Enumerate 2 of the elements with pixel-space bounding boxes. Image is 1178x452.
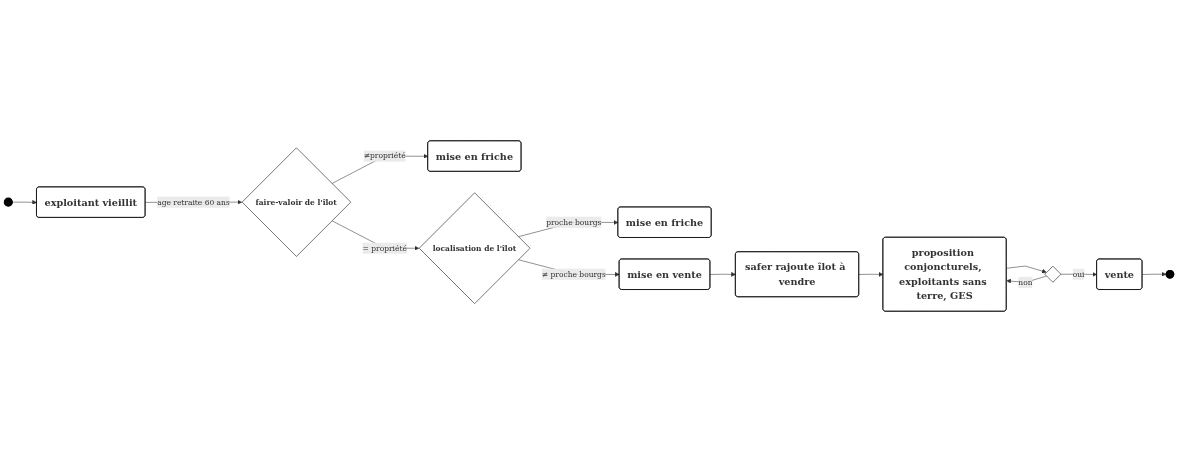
node-diamond [1044,265,1062,283]
node-circle [3,197,13,207]
